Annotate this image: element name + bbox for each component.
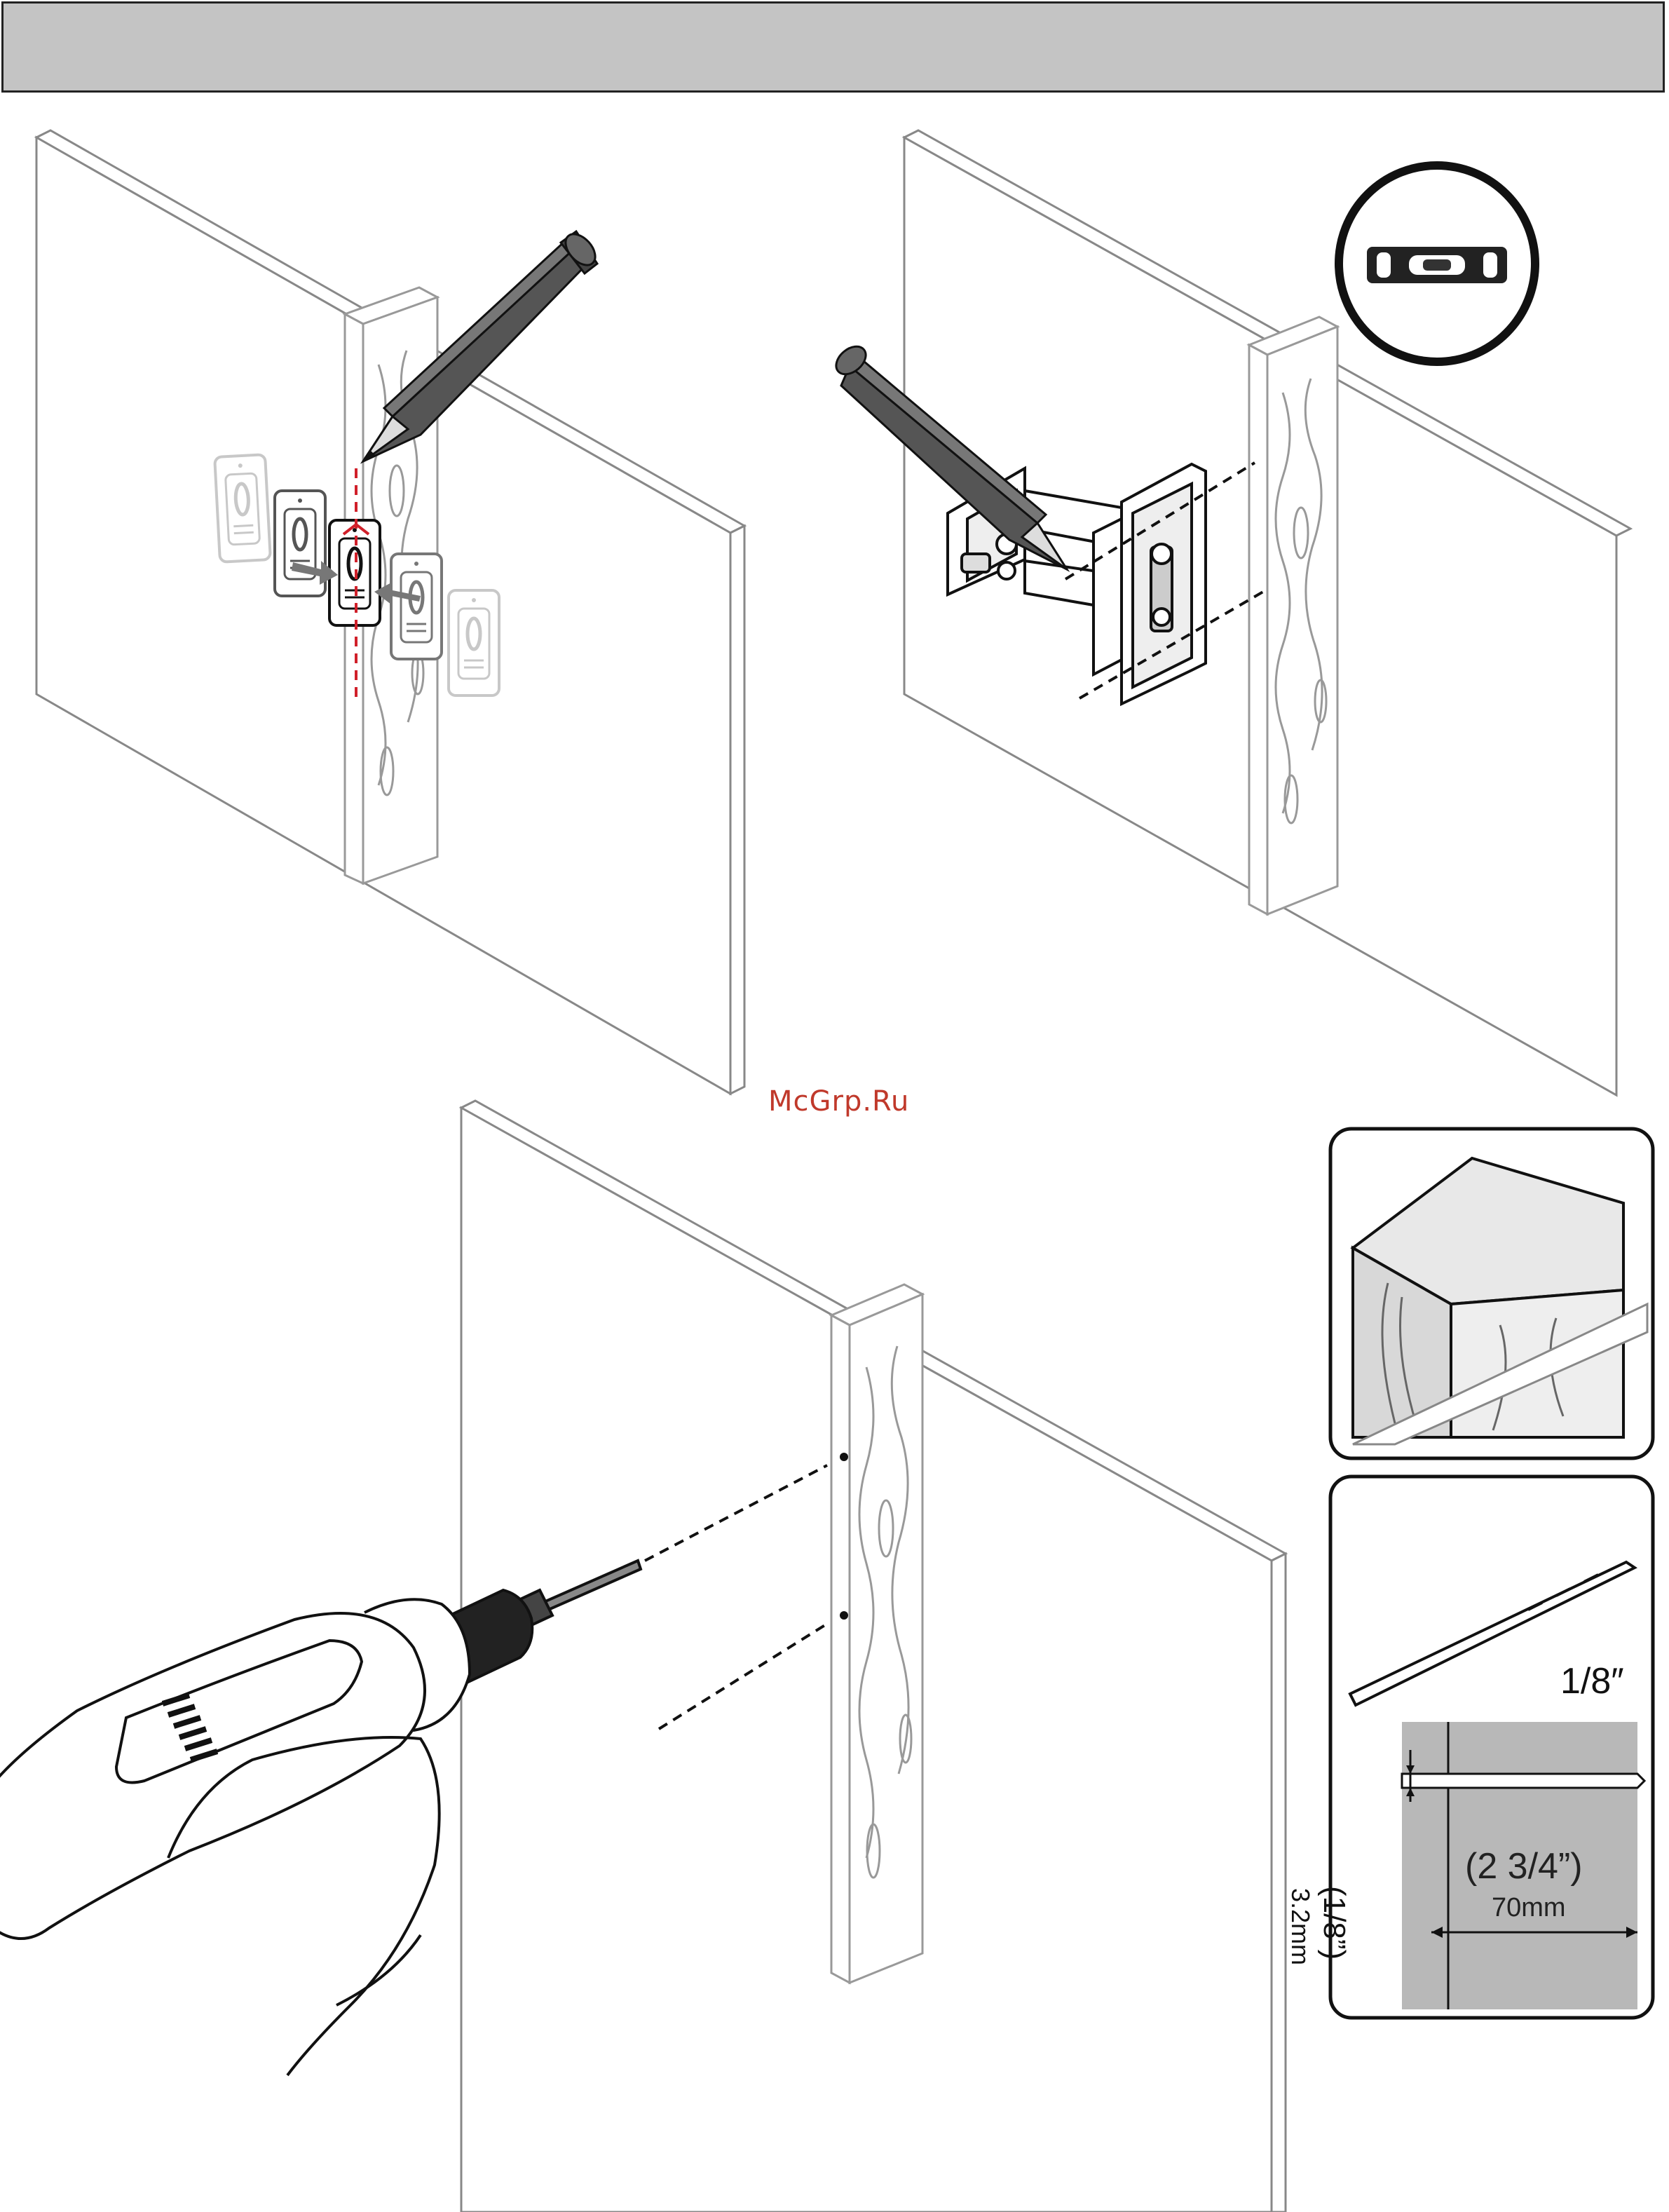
watermark: McGrp.Ru: [768, 1085, 909, 1118]
drill-bit-icon: [1330, 1477, 1653, 2018]
drill-bit-size-label: 1/8″: [1560, 1660, 1624, 1702]
wall-stud-3: [831, 1284, 922, 1983]
wall-stud-2: [1249, 317, 1337, 914]
level-icon: [1339, 165, 1535, 362]
hole-depth-inches: (2 3/4”): [1465, 1845, 1583, 1887]
hole-depth-mm: 70mm: [1492, 1893, 1566, 1923]
hole-diameter-inches: (1/8”): [1316, 1886, 1351, 1960]
hole-diameter-mm: 3.2mm: [1286, 1888, 1315, 1965]
wood-stud-icon: [1330, 1129, 1653, 1458]
